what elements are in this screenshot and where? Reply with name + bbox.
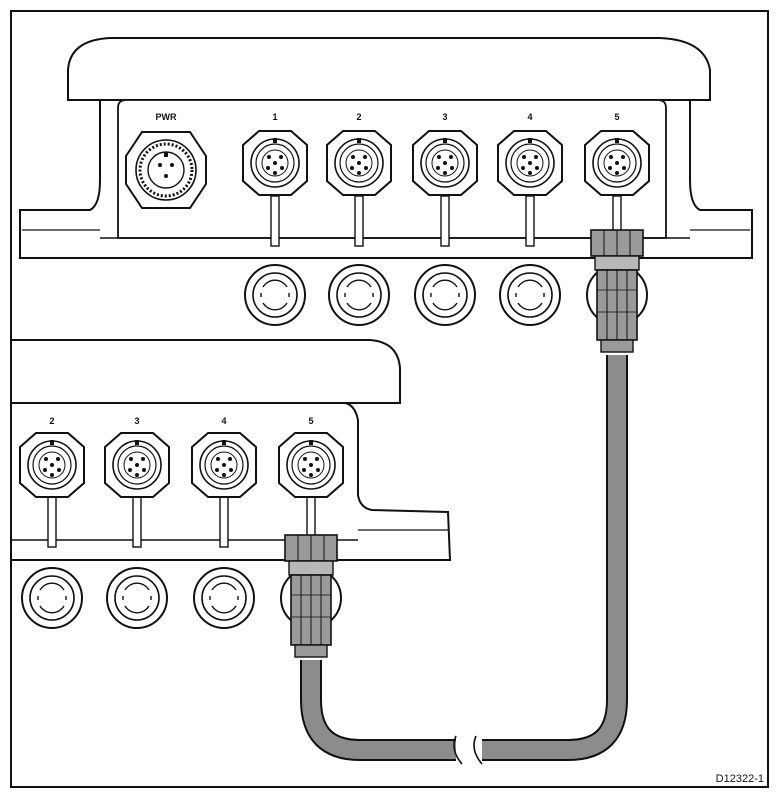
bottom-port-label: 4 [221, 416, 226, 426]
power-connector-icon [125, 131, 207, 209]
cable-plug-top [590, 229, 644, 353]
top-port-label: 4 [527, 112, 532, 122]
bottom-port-label: 5 [308, 416, 313, 426]
bottom-unit: 2 3 4 5 [12, 339, 452, 629]
figure-reference: D12322-1 [716, 773, 764, 785]
bottom-port-label: 3 [134, 416, 139, 426]
power-port-label: PWR [156, 112, 177, 122]
cable-plug-bottom [284, 534, 338, 658]
top-port-label: 2 [356, 112, 361, 122]
top-port-label: 1 [272, 112, 277, 122]
bottom-port-label: 2 [49, 416, 54, 426]
top-port-label: 3 [442, 112, 447, 122]
top-unit: PWR 1 2 3 4 5 [19, 37, 753, 326]
network-cable [300, 355, 628, 772]
top-port-label: 5 [614, 112, 619, 122]
